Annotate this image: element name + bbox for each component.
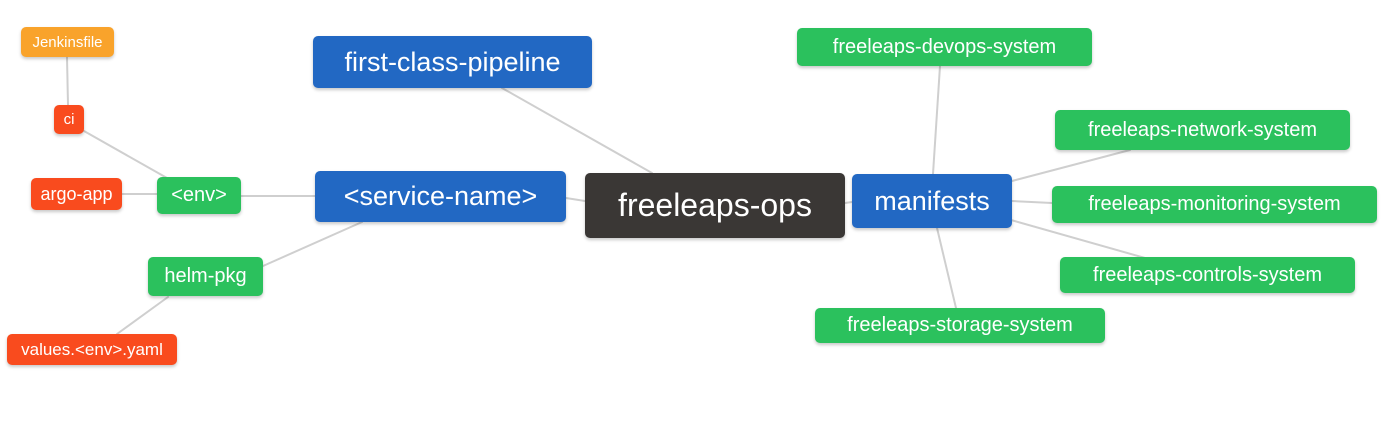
node-freeleaps-devops-system[interactable]: freeleaps-devops-system — [797, 28, 1092, 66]
edge-manifests-monitoring — [1011, 200, 1053, 204]
edge-jenkinsfile-ci — [66, 56, 69, 106]
edge-freeleaps-ops-manifests — [844, 201, 853, 204]
edge-ci-env — [83, 130, 168, 179]
edge-manifests-network — [1011, 149, 1131, 182]
node-freeleaps-monitoring-system[interactable]: freeleaps-monitoring-system — [1052, 186, 1377, 223]
node-manifests[interactable]: manifests — [852, 174, 1012, 228]
node-argo-app[interactable]: argo-app — [31, 178, 122, 210]
node-service-name[interactable]: <service-name> — [315, 171, 566, 222]
edge-manifests-storage — [936, 227, 957, 309]
edge-service-name-freeleaps-ops — [565, 197, 586, 202]
node-env[interactable]: <env> — [157, 177, 241, 214]
edge-helm-pkg-service-name — [262, 221, 363, 267]
edge-manifests-devops — [932, 65, 941, 175]
node-helm-pkg[interactable]: helm-pkg — [148, 257, 263, 296]
node-values-env-yaml[interactable]: values.<env>.yaml — [7, 334, 177, 365]
node-first-class-pipeline[interactable]: first-class-pipeline — [313, 36, 592, 88]
edge-values-helm-pkg — [116, 296, 169, 335]
edge-manifests-controls — [1010, 219, 1146, 259]
node-ci[interactable]: ci — [54, 105, 84, 134]
edge-pipeline-freeleaps-ops — [501, 87, 653, 174]
node-freeleaps-controls-system[interactable]: freeleaps-controls-system — [1060, 257, 1355, 293]
node-jenkinsfile[interactable]: Jenkinsfile — [21, 27, 114, 57]
node-freeleaps-ops[interactable]: freeleaps-ops — [585, 173, 845, 238]
node-freeleaps-storage-system[interactable]: freeleaps-storage-system — [815, 308, 1105, 343]
node-freeleaps-network-system[interactable]: freeleaps-network-system — [1055, 110, 1350, 150]
